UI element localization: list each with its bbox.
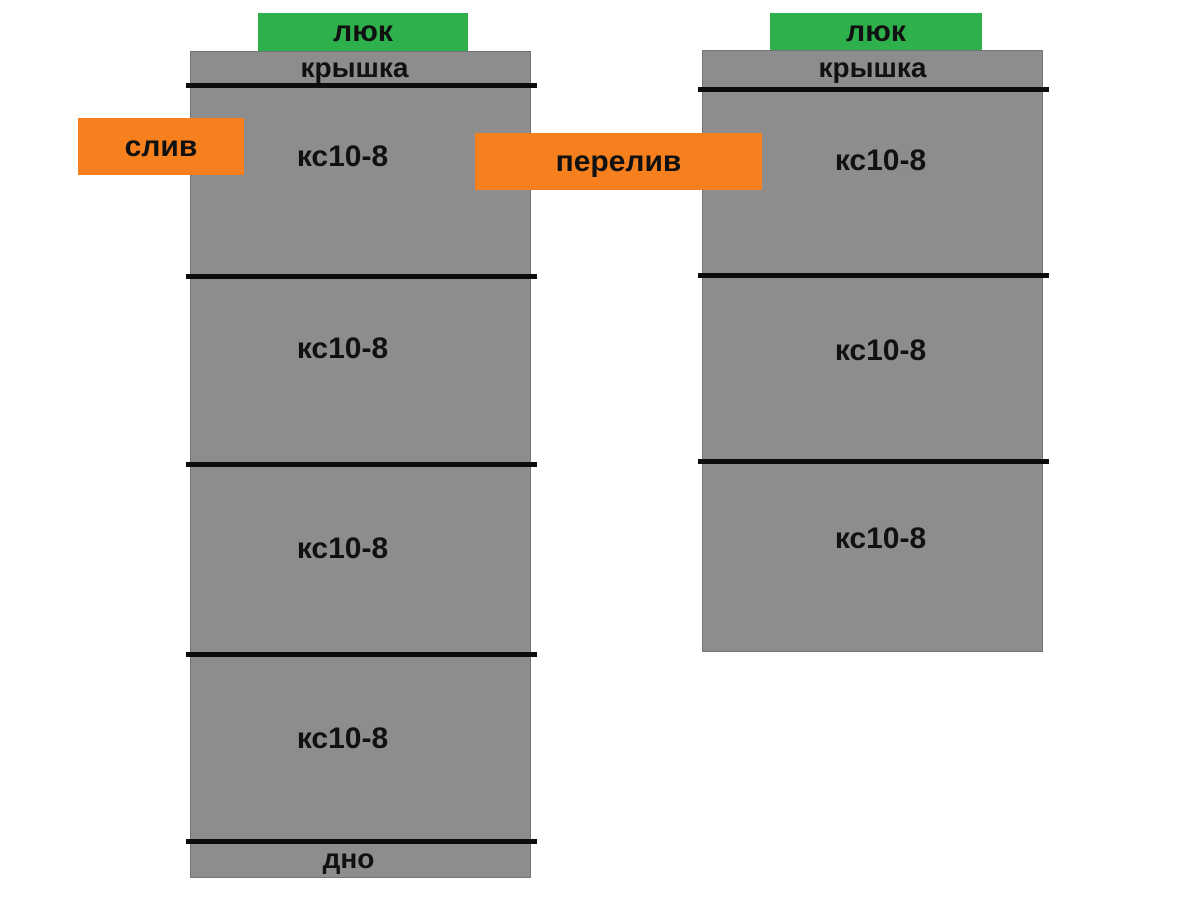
overflow-pipe-text: перелив bbox=[555, 145, 682, 178]
ring-label: кс10-8 bbox=[296, 532, 389, 565]
cover-right-label: крышка bbox=[818, 52, 927, 83]
drain-pipe-text: слив bbox=[124, 130, 198, 163]
well-left-body: крышка кс10-8 кс10-8 кс10-8 кс10-8 дно bbox=[186, 51, 537, 878]
joint-line bbox=[186, 274, 537, 279]
ring-label: кс10-8 bbox=[296, 722, 389, 755]
hatch-right: люк bbox=[770, 13, 982, 50]
joint-line bbox=[698, 273, 1049, 278]
overflow-pipe-label: перелив bbox=[475, 133, 762, 190]
joint-line bbox=[698, 87, 1049, 92]
hatch-right-label: люк bbox=[846, 15, 906, 48]
bottom-line bbox=[186, 839, 537, 844]
ring-label: кс10-8 bbox=[296, 332, 389, 365]
joint-line bbox=[698, 459, 1049, 464]
hatch-left: люк bbox=[258, 13, 468, 51]
hatch-left-label: люк bbox=[333, 15, 393, 48]
joint-line bbox=[186, 83, 537, 88]
cover-left-label: крышка bbox=[300, 52, 409, 83]
ring-label: кс10-8 bbox=[834, 522, 927, 555]
joint-line bbox=[186, 462, 537, 467]
joint-line bbox=[186, 652, 537, 657]
ring-label: кс10-8 bbox=[834, 334, 927, 367]
drain-pipe-label: слив bbox=[78, 118, 244, 175]
ring-label: кс10-8 bbox=[296, 140, 389, 173]
bottom-label-dno: дно bbox=[322, 843, 375, 874]
ring-label: кс10-8 bbox=[834, 144, 927, 177]
